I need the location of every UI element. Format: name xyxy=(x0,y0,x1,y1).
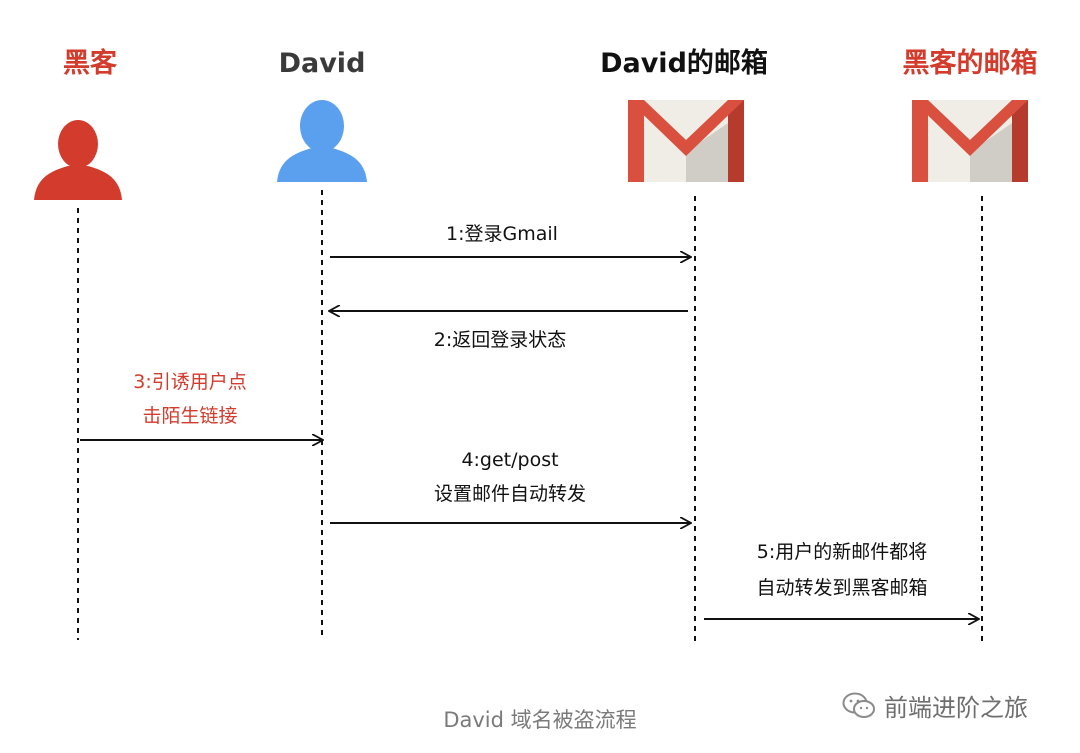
message-4-label-line2: 设置邮件自动转发 xyxy=(434,483,586,505)
actor-label-david-mailbox: David的邮箱 xyxy=(600,47,768,79)
message-3-label-line1: 3:引诱用户点 xyxy=(133,371,247,393)
gmail-envelope-icon xyxy=(628,100,744,182)
gmail-envelope-icon-hacker xyxy=(912,100,1028,182)
actor-label-hacker-mailbox: 黑客的邮箱 xyxy=(903,47,1038,79)
diagram-caption: David 域名被盗流程 xyxy=(443,708,637,732)
message-5-label-line1: 5:用户的新邮件都将 xyxy=(757,541,928,563)
wechat-icon xyxy=(842,692,875,718)
message-2-label: 2:返回登录状态 xyxy=(434,329,567,351)
user-person-icon xyxy=(277,100,367,182)
actor-label-david: David xyxy=(279,48,366,79)
message-3-label-line2: 击陌生链接 xyxy=(142,405,237,427)
hacker-person-icon xyxy=(34,120,122,200)
message-1-label: 1:登录Gmail xyxy=(446,223,558,245)
actor-label-hacker: 黑客 xyxy=(63,47,118,79)
watermark-text: 前端进阶之旅 xyxy=(884,694,1028,722)
message-5-label-line2: 自动转发到黑客邮箱 xyxy=(756,577,927,599)
message-4-label-line1: 4:get/post xyxy=(461,449,558,471)
watermark: 前端进阶之旅 xyxy=(842,688,1028,723)
